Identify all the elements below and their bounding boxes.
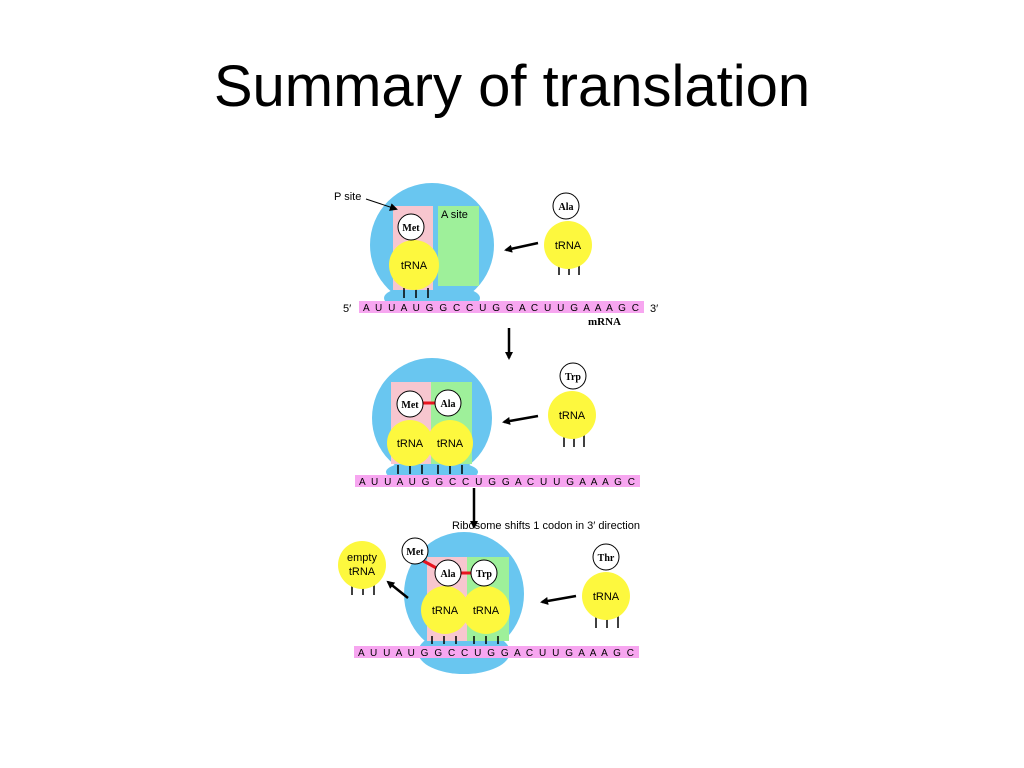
mrna-strand <box>355 475 640 487</box>
trna-label: tRNA <box>555 240 582 252</box>
amino-acid-ala <box>434 389 462 417</box>
panel-1: A site P site tRNA Met tRNA Ala 5′ A U U <box>334 183 658 328</box>
trna-trp: tRNA <box>462 586 510 644</box>
trna-label: tRNA <box>559 410 586 422</box>
a-site-label: A site <box>441 209 468 221</box>
exit-arrow <box>386 580 409 599</box>
trna-label: tRNA <box>593 591 620 603</box>
five-prime-label: 5′ <box>343 303 351 315</box>
amino-acid-thr <box>592 543 620 571</box>
panel-2: tRNA tRNA Met Ala tRNA Trp A U U A U G G… <box>355 358 640 488</box>
trna-label: tRNA <box>349 566 376 578</box>
incoming-trna-thr: tRNA Thr <box>582 543 630 628</box>
amino-label: Ala <box>441 399 456 410</box>
mrna-sequence: A U U A U G G C C U G G A C U U G A A A … <box>358 648 634 659</box>
mrna-strand <box>359 301 644 313</box>
amino-acid-trp <box>470 559 498 587</box>
trna-ala: tRNA <box>427 420 473 474</box>
amino-acid-trp <box>559 362 587 390</box>
trna-met: tRNA <box>387 420 433 474</box>
trna-label: tRNA <box>473 605 500 617</box>
amino-label: Met <box>406 547 424 558</box>
mrna-sequence: A U U A U G G C C U G G A C U U G A A A … <box>359 477 635 488</box>
amino-label: Thr <box>598 553 615 564</box>
incoming-trna-trp: tRNA Trp <box>548 362 596 447</box>
entry-arrow <box>540 594 577 605</box>
amino-label: Trp <box>565 372 581 383</box>
mrna-label: mRNA <box>588 316 621 328</box>
amino-acid-met <box>401 537 429 565</box>
panel-3: tRNA tRNA Met Ala Trp empty tRNA <box>338 532 639 674</box>
trna-label: tRNA <box>432 605 459 617</box>
mrna-sequence: A U U A U G G C C U G G A C U U G A A A … <box>363 303 639 314</box>
three-prime-label: 3′ <box>650 303 658 315</box>
empty-trna: empty tRNA <box>338 541 386 595</box>
trna-label: tRNA <box>401 260 428 272</box>
trna-label: tRNA <box>397 438 424 450</box>
trna-met: tRNA Met <box>389 213 439 298</box>
trna-ala: tRNA <box>421 586 469 644</box>
a-site <box>438 206 479 286</box>
p-site-pointer <box>365 198 398 211</box>
amino-label: Trp <box>476 569 492 580</box>
amino-acid-met <box>396 390 424 418</box>
amino-acid-ala <box>434 559 462 587</box>
trna-label: tRNA <box>437 438 464 450</box>
p-site-label: P site <box>334 191 361 203</box>
mrna-strand <box>354 646 639 658</box>
entry-arrow <box>502 414 539 425</box>
slide-title: Summary of translation <box>213 54 811 119</box>
amino-acid-met <box>397 213 425 241</box>
amino-label: Ala <box>559 202 574 213</box>
amino-label: Ala <box>441 569 456 580</box>
entry-arrow <box>504 241 539 253</box>
incoming-trna-ala: tRNA Ala <box>544 192 592 275</box>
amino-label: Met <box>401 400 419 411</box>
shift-caption: Ribosome shifts 1 codon in 3′ direction <box>452 520 640 532</box>
empty-trna-label: empty <box>347 552 377 564</box>
amino-acid-ala <box>552 192 580 220</box>
amino-label: Met <box>402 223 420 234</box>
